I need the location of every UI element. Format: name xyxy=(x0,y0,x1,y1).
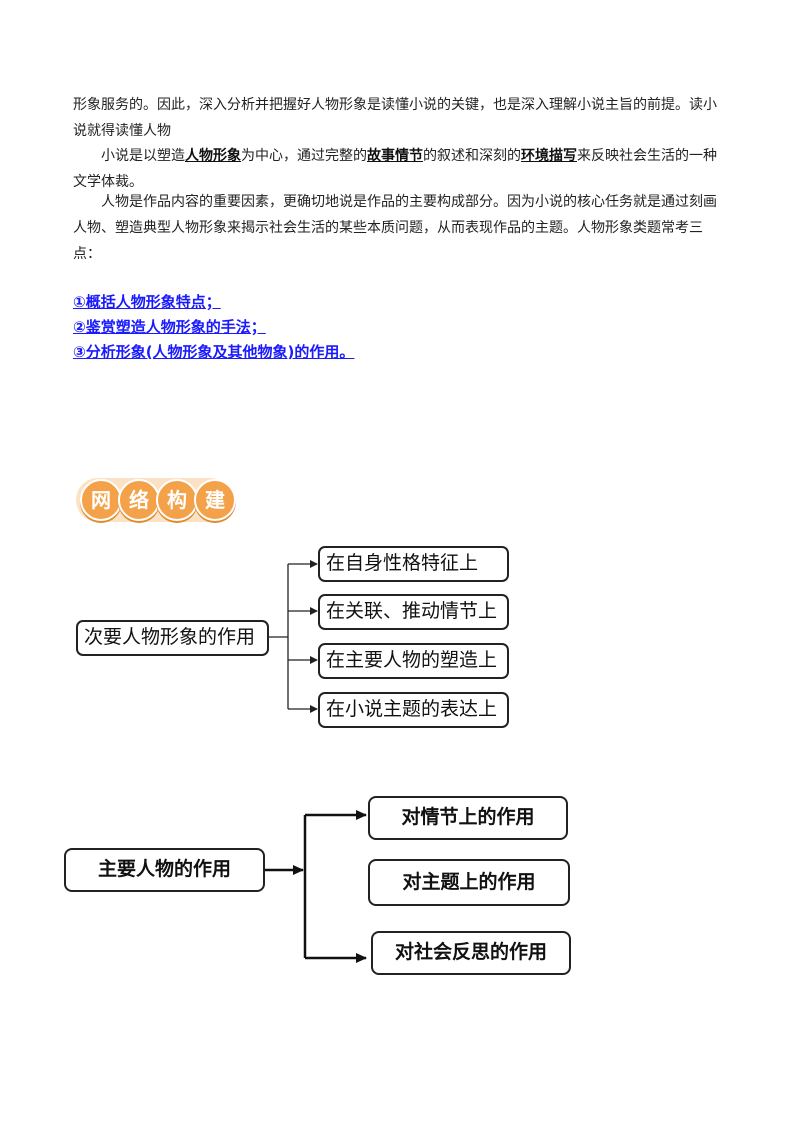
text-segment: 的叙述和深刻的 xyxy=(423,148,521,164)
text-segment: 为中心，通过完整的 xyxy=(241,148,367,164)
key-point-3[interactable]: ③分析形象(人物形象及其他物象)的作用。 xyxy=(73,343,355,361)
diagram2-connectors xyxy=(264,810,367,963)
diagram2-root-box: 主要人物的作用 xyxy=(64,848,265,892)
key-points-list: ①概括人物形象特点； ②鉴赏塑造人物形象的手法； ③分析形象(人物形象及其他物象… xyxy=(73,290,354,365)
badge-char-4: 建 xyxy=(194,479,236,521)
diagram2-branch-2: 对主题上的作用 xyxy=(368,859,570,906)
diagram1-connectors xyxy=(268,560,318,713)
text-segment: 来反映社会生活的一种文学体裁。 xyxy=(73,148,717,190)
diagram1-branch-3: 在主要人物的塑造上 xyxy=(318,643,509,679)
intro-paragraph-3: 人物是作品内容的重要因素，更确切地说是作品的主要构成部分。因为小说的核心任务就是… xyxy=(73,194,717,262)
term-environment: 环境描写 xyxy=(521,148,577,164)
term-character-image: 人物形象 xyxy=(185,148,241,164)
section-badge: 网 络 构 建 xyxy=(76,478,236,522)
term-plot: 故事情节 xyxy=(367,148,423,164)
key-point-2[interactable]: ②鉴赏塑造人物形象的手法； xyxy=(73,318,266,336)
key-point-1[interactable]: ①概括人物形象特点； xyxy=(73,293,221,311)
diagram1-branch-2: 在关联、推动情节上 xyxy=(318,594,509,630)
text-segment: 小说是以塑造 xyxy=(101,148,185,164)
intro-paragraph-1: 形象服务的。因此，深入分析并把握好人物形象是读懂小说的关键，也是深入理解小说主旨… xyxy=(73,97,717,139)
diagram2-branch-3: 对社会反思的作用 xyxy=(371,931,571,975)
diagram1-root-box: 次要人物形象的作用 xyxy=(76,620,269,656)
badge-char-1: 网 xyxy=(80,479,122,521)
diagram2-branch-1: 对情节上的作用 xyxy=(368,796,568,840)
diagram1-branch-1: 在自身性格特征上 xyxy=(318,546,509,582)
intro-paragraph-2: 小说是以塑造人物形象为中心，通过完整的故事情节的叙述和深刻的环境描写来反映社会生… xyxy=(73,143,727,195)
badge-char-2: 络 xyxy=(118,479,160,521)
diagram1-branch-4: 在小说主题的表达上 xyxy=(318,692,509,728)
